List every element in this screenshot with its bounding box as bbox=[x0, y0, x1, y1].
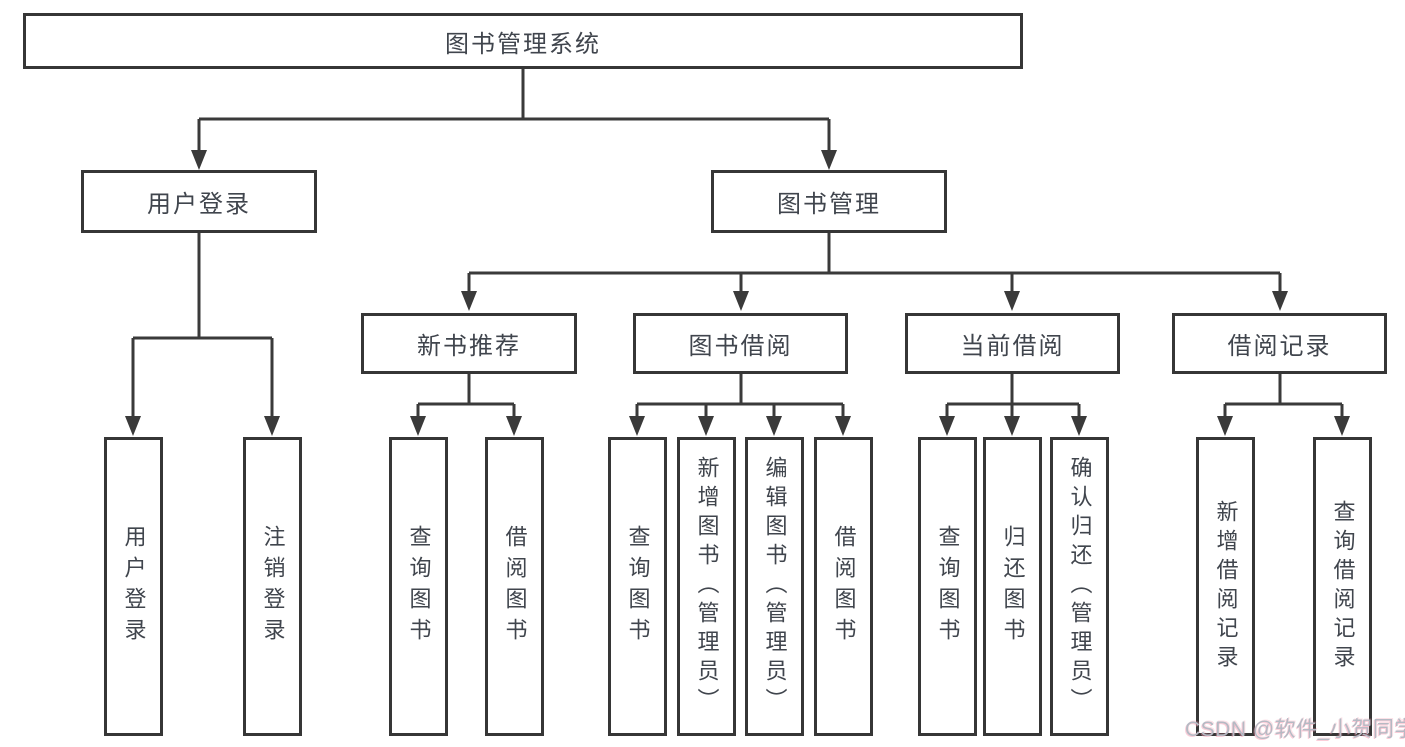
arrow-down-icon bbox=[821, 150, 837, 170]
node-current-borrow: 当前借阅 bbox=[905, 313, 1120, 374]
arrow-down-icon bbox=[1272, 291, 1288, 311]
leaf-current-query-books: 查询图书 bbox=[918, 437, 977, 736]
arrow-down-icon bbox=[939, 416, 955, 436]
leaf-borrow-add-books-admin: 新增图书（管理员） bbox=[677, 437, 736, 736]
csdn-watermark: CSDN @软件_小贺同学 bbox=[1185, 718, 1405, 741]
leaf-current-return-books: 归还图书 bbox=[983, 437, 1042, 736]
arrow-down-icon bbox=[410, 416, 426, 436]
arrow-down-icon bbox=[835, 416, 851, 436]
node-user-login: 用户登录 bbox=[81, 170, 317, 233]
leaf-borrow-query-books: 查询图书 bbox=[608, 437, 667, 736]
leaf-user-login: 用户登录 bbox=[104, 437, 163, 736]
arrow-down-icon bbox=[125, 416, 141, 436]
arrow-down-icon bbox=[191, 150, 207, 170]
leaf-logout-login: 注销登录 bbox=[243, 437, 302, 736]
arrow-down-icon bbox=[1004, 416, 1020, 436]
arrow-down-icon bbox=[733, 291, 749, 311]
node-borrow-records: 借阅记录 bbox=[1172, 313, 1387, 374]
leaf-newrec-borrow-books: 借阅图书 bbox=[485, 437, 544, 736]
arrow-down-icon bbox=[629, 416, 645, 436]
arrow-down-icon bbox=[506, 416, 522, 436]
arrow-down-icon bbox=[264, 416, 280, 436]
leaf-borrow-edit-books-admin: 编辑图书（管理员） bbox=[745, 437, 804, 736]
arrow-down-icon bbox=[766, 416, 782, 436]
arrow-down-icon bbox=[461, 291, 477, 311]
arrow-down-icon bbox=[1004, 291, 1020, 311]
arrow-down-icon bbox=[1334, 416, 1350, 436]
arrow-down-icon bbox=[1217, 416, 1233, 436]
arrow-down-icon bbox=[698, 416, 714, 436]
leaf-borrow-borrow-books: 借阅图书 bbox=[814, 437, 873, 736]
node-root: 图书管理系统 bbox=[23, 13, 1023, 69]
arrow-down-icon bbox=[1071, 416, 1087, 436]
node-new-book-recommend: 新书推荐 bbox=[361, 313, 577, 374]
leaf-newrec-query-books: 查询图书 bbox=[389, 437, 448, 736]
leaf-records-query-record: 查询借阅记录 bbox=[1313, 437, 1372, 736]
leaf-records-add-record: 新增借阅记录 bbox=[1196, 437, 1255, 736]
leaf-current-confirm-return-admin: 确认归还（管理员） bbox=[1050, 437, 1109, 736]
node-book-borrow: 图书借阅 bbox=[633, 313, 848, 374]
node-book-management: 图书管理 bbox=[711, 170, 947, 233]
